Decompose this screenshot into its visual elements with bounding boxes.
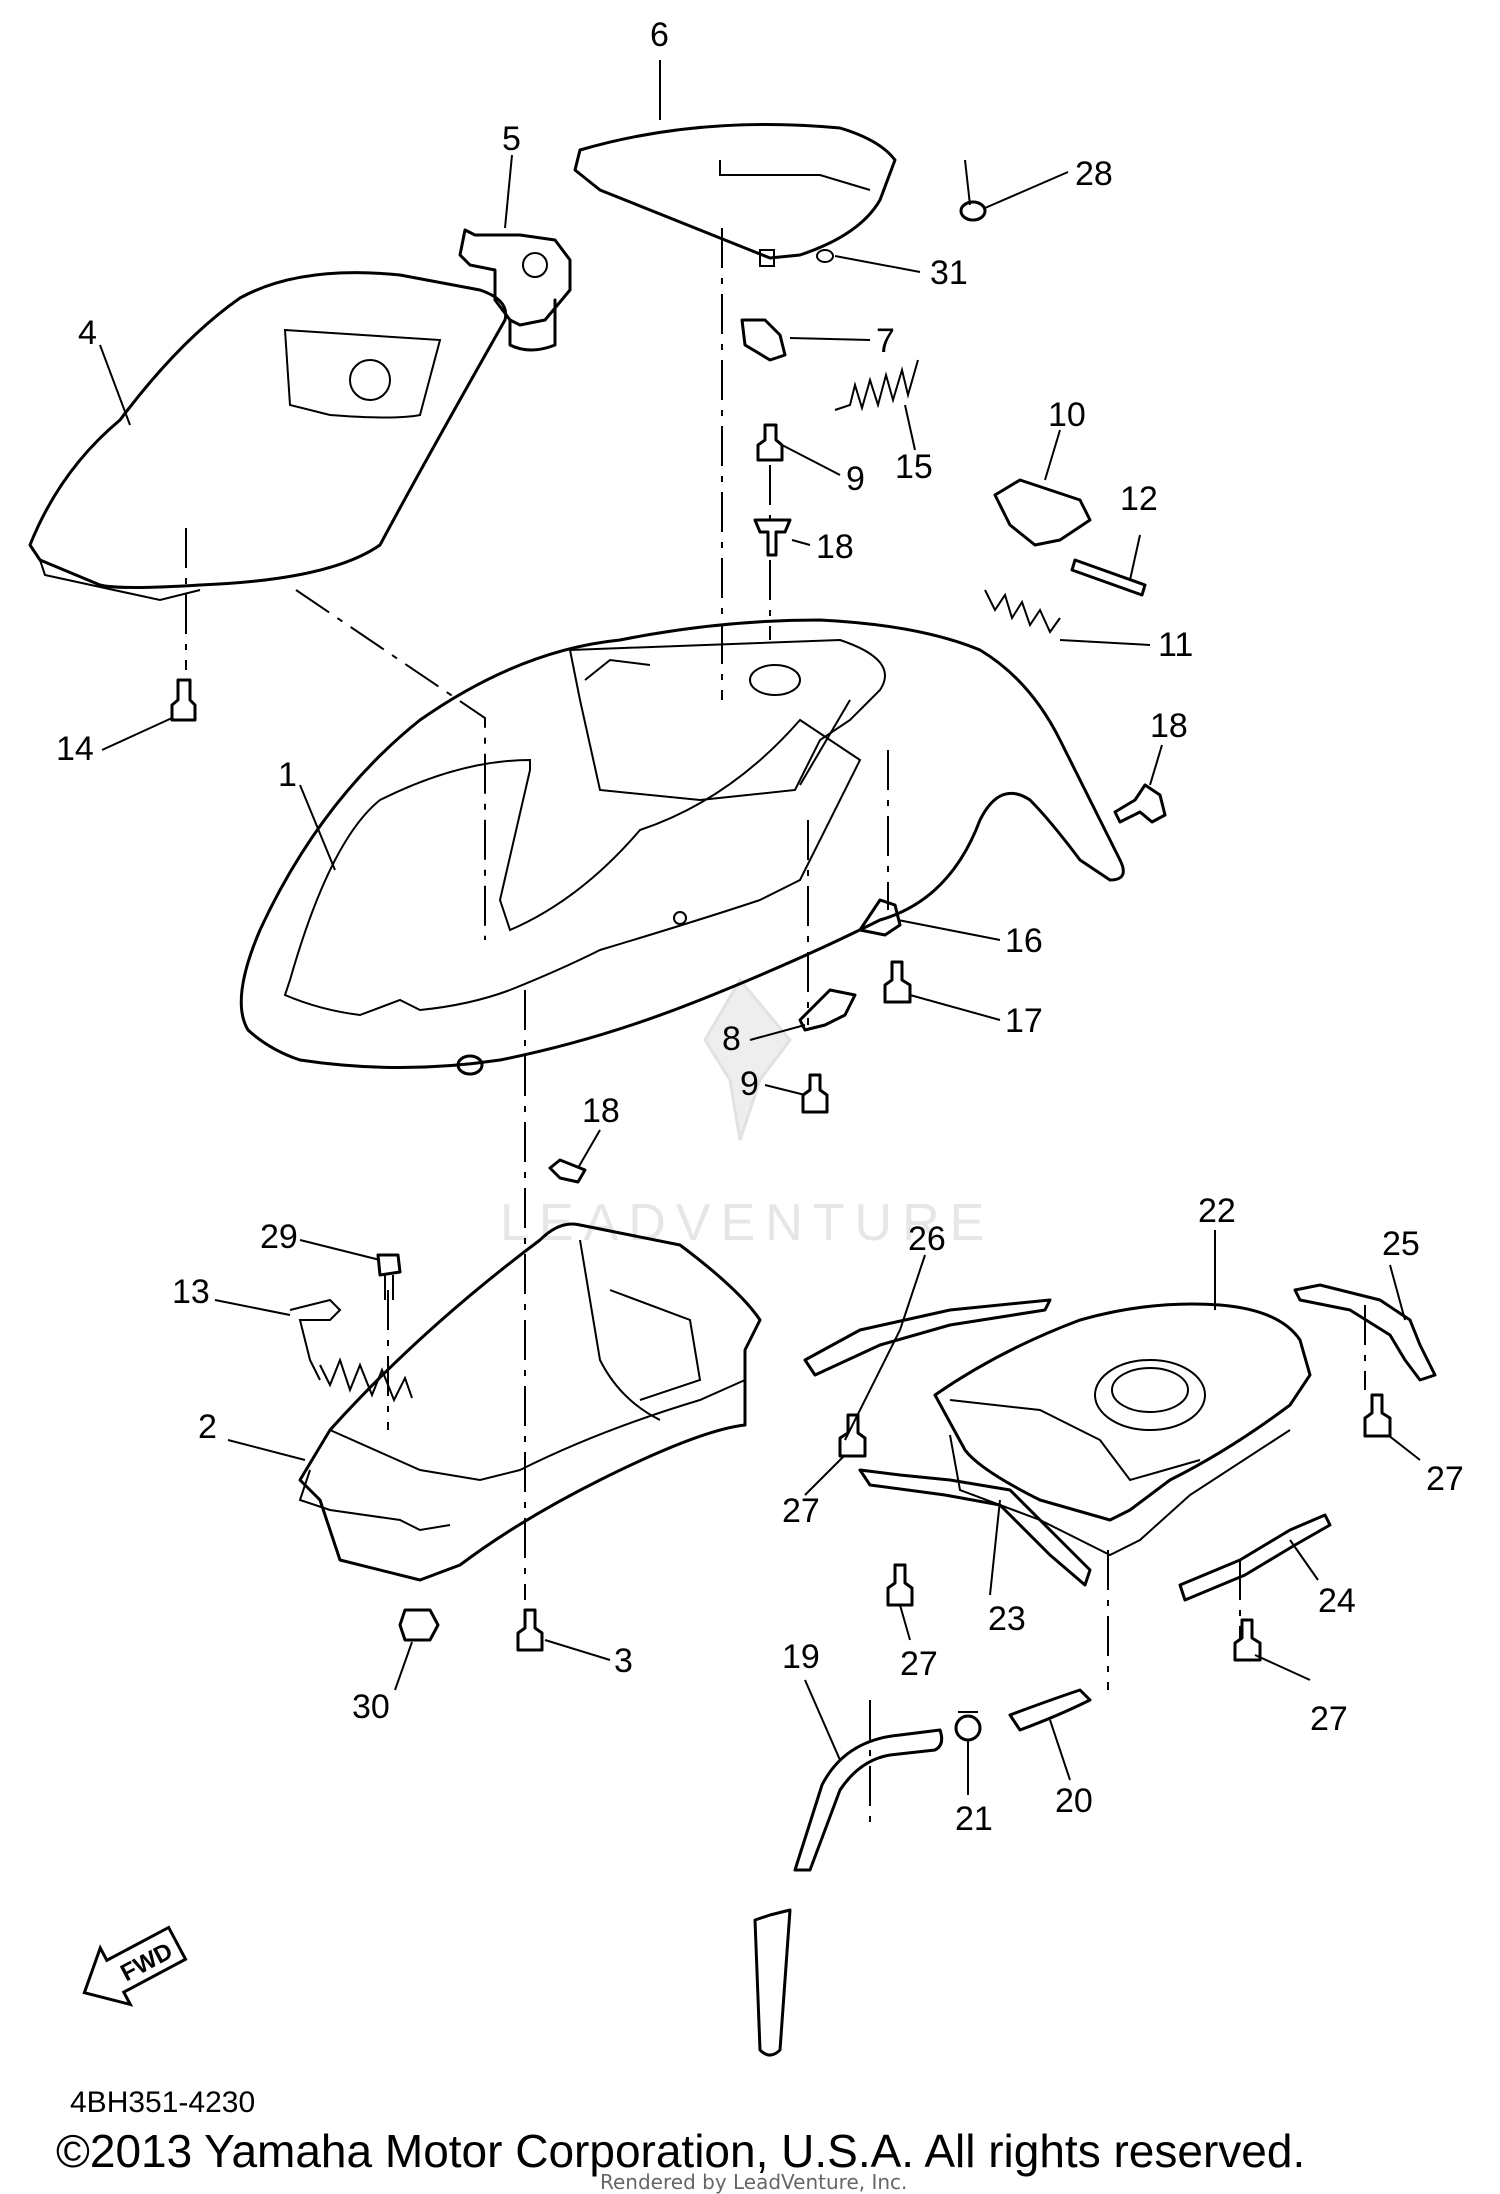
callout-27-a: 27	[782, 1492, 820, 1530]
copyright-text: ©2013 Yamaha Motor Corporation, U.S.A. A…	[56, 2125, 1306, 2177]
bolt-18-upper	[753, 518, 792, 557]
part-31-ring	[816, 249, 834, 263]
bolt-27-a	[838, 1413, 867, 1458]
watermark: LEADVENTURE	[500, 977, 984, 1252]
callout-26: 26	[908, 1220, 946, 1258]
leader-lines	[99, 60, 1421, 1795]
part-8-bracket	[798, 988, 857, 1032]
callout-27-d: 27	[1426, 1460, 1464, 1498]
callout-12: 12	[1120, 480, 1158, 518]
callout-18-right: 18	[1150, 707, 1188, 745]
bolt-29	[376, 1253, 402, 1300]
bolt-9-upper	[756, 423, 784, 462]
callout-9-upper: 9	[846, 460, 865, 498]
callout-22: 22	[1198, 1192, 1236, 1230]
bolt-18-right	[1113, 783, 1167, 824]
part-19-hose	[753, 1728, 944, 2057]
part-5-lock	[458, 228, 572, 352]
part-7-latch	[740, 318, 787, 362]
callout-5: 5	[502, 120, 521, 158]
bolt-3	[516, 1608, 544, 1652]
fwd-arrow-icon: FWD	[82, 1925, 188, 2007]
part-24-stay	[1178, 1513, 1332, 1602]
callout-30: 30	[352, 1688, 390, 1726]
callout-3: 3	[614, 1642, 633, 1680]
callout-numbers: 1 2 3 4 5 6 7 8 9 9 10 11 12 13 14 15 16…	[56, 16, 1464, 1838]
callout-1: 1	[278, 756, 297, 794]
part-20-hose	[1008, 1688, 1092, 1732]
callout-23: 23	[988, 1600, 1026, 1638]
part-12-pin	[1070, 558, 1147, 597]
part-11-spring	[984, 589, 1061, 634]
callout-29: 29	[260, 1218, 298, 1256]
callout-18-upper: 18	[816, 528, 854, 566]
callout-27-b: 27	[900, 1645, 938, 1683]
callout-28: 28	[1075, 155, 1113, 193]
bolt-18-lower	[548, 1158, 587, 1184]
assembly-lines	[185, 159, 1366, 1830]
part-13-spring	[289, 1298, 413, 1403]
bolt-27-c	[1363, 1393, 1392, 1438]
callout-21: 21	[955, 1800, 993, 1838]
callout-17: 17	[1005, 1002, 1043, 1040]
part-22-tank	[933, 1302, 1312, 1557]
part-6-lid	[573, 123, 897, 267]
part-2-box	[298, 1222, 762, 1582]
part-25-stay	[1293, 1283, 1437, 1382]
bolt-27-d	[1233, 1618, 1262, 1662]
callout-8: 8	[722, 1020, 741, 1058]
callout-20: 20	[1055, 1782, 1093, 1820]
callout-10: 10	[1048, 396, 1086, 434]
part-23-stay	[858, 1468, 1092, 1587]
callout-18-lower: 18	[582, 1092, 620, 1130]
callout-9-lower: 9	[740, 1065, 759, 1103]
callout-16: 16	[1005, 922, 1043, 960]
part-16-bracket	[858, 898, 902, 937]
nut-30	[398, 1608, 440, 1642]
part-15-spring	[834, 359, 919, 412]
callout-2: 2	[198, 1408, 217, 1446]
callout-11: 11	[1158, 626, 1193, 664]
part-10-hinge	[993, 478, 1092, 547]
part-21-clamp	[954, 1711, 982, 1742]
callout-19: 19	[782, 1638, 820, 1676]
callout-6: 6	[650, 16, 669, 54]
bolt-17	[883, 960, 912, 1004]
callout-24: 24	[1318, 1582, 1356, 1620]
part-26-stay	[803, 1298, 1052, 1377]
bolt-9-lower	[801, 1073, 829, 1114]
callout-13: 13	[172, 1273, 210, 1311]
rendered-by-text: Rendered by LeadVenture, Inc.	[600, 2170, 908, 2194]
callout-15: 15	[895, 448, 933, 486]
part-4-front-cover	[28, 271, 508, 602]
bolt-27-b	[886, 1563, 914, 1607]
callout-4: 4	[78, 314, 97, 352]
diagram-code: 4BH351-4230	[70, 2086, 256, 2119]
callout-14: 14	[56, 730, 94, 768]
callout-27-c: 27	[1310, 1700, 1348, 1738]
callout-31: 31	[930, 254, 968, 292]
callout-7: 7	[876, 322, 895, 360]
part-1-housing	[239, 618, 1125, 1076]
bolt-14	[170, 678, 197, 722]
callout-25: 25	[1382, 1225, 1420, 1263]
part-28-cap	[959, 200, 987, 222]
